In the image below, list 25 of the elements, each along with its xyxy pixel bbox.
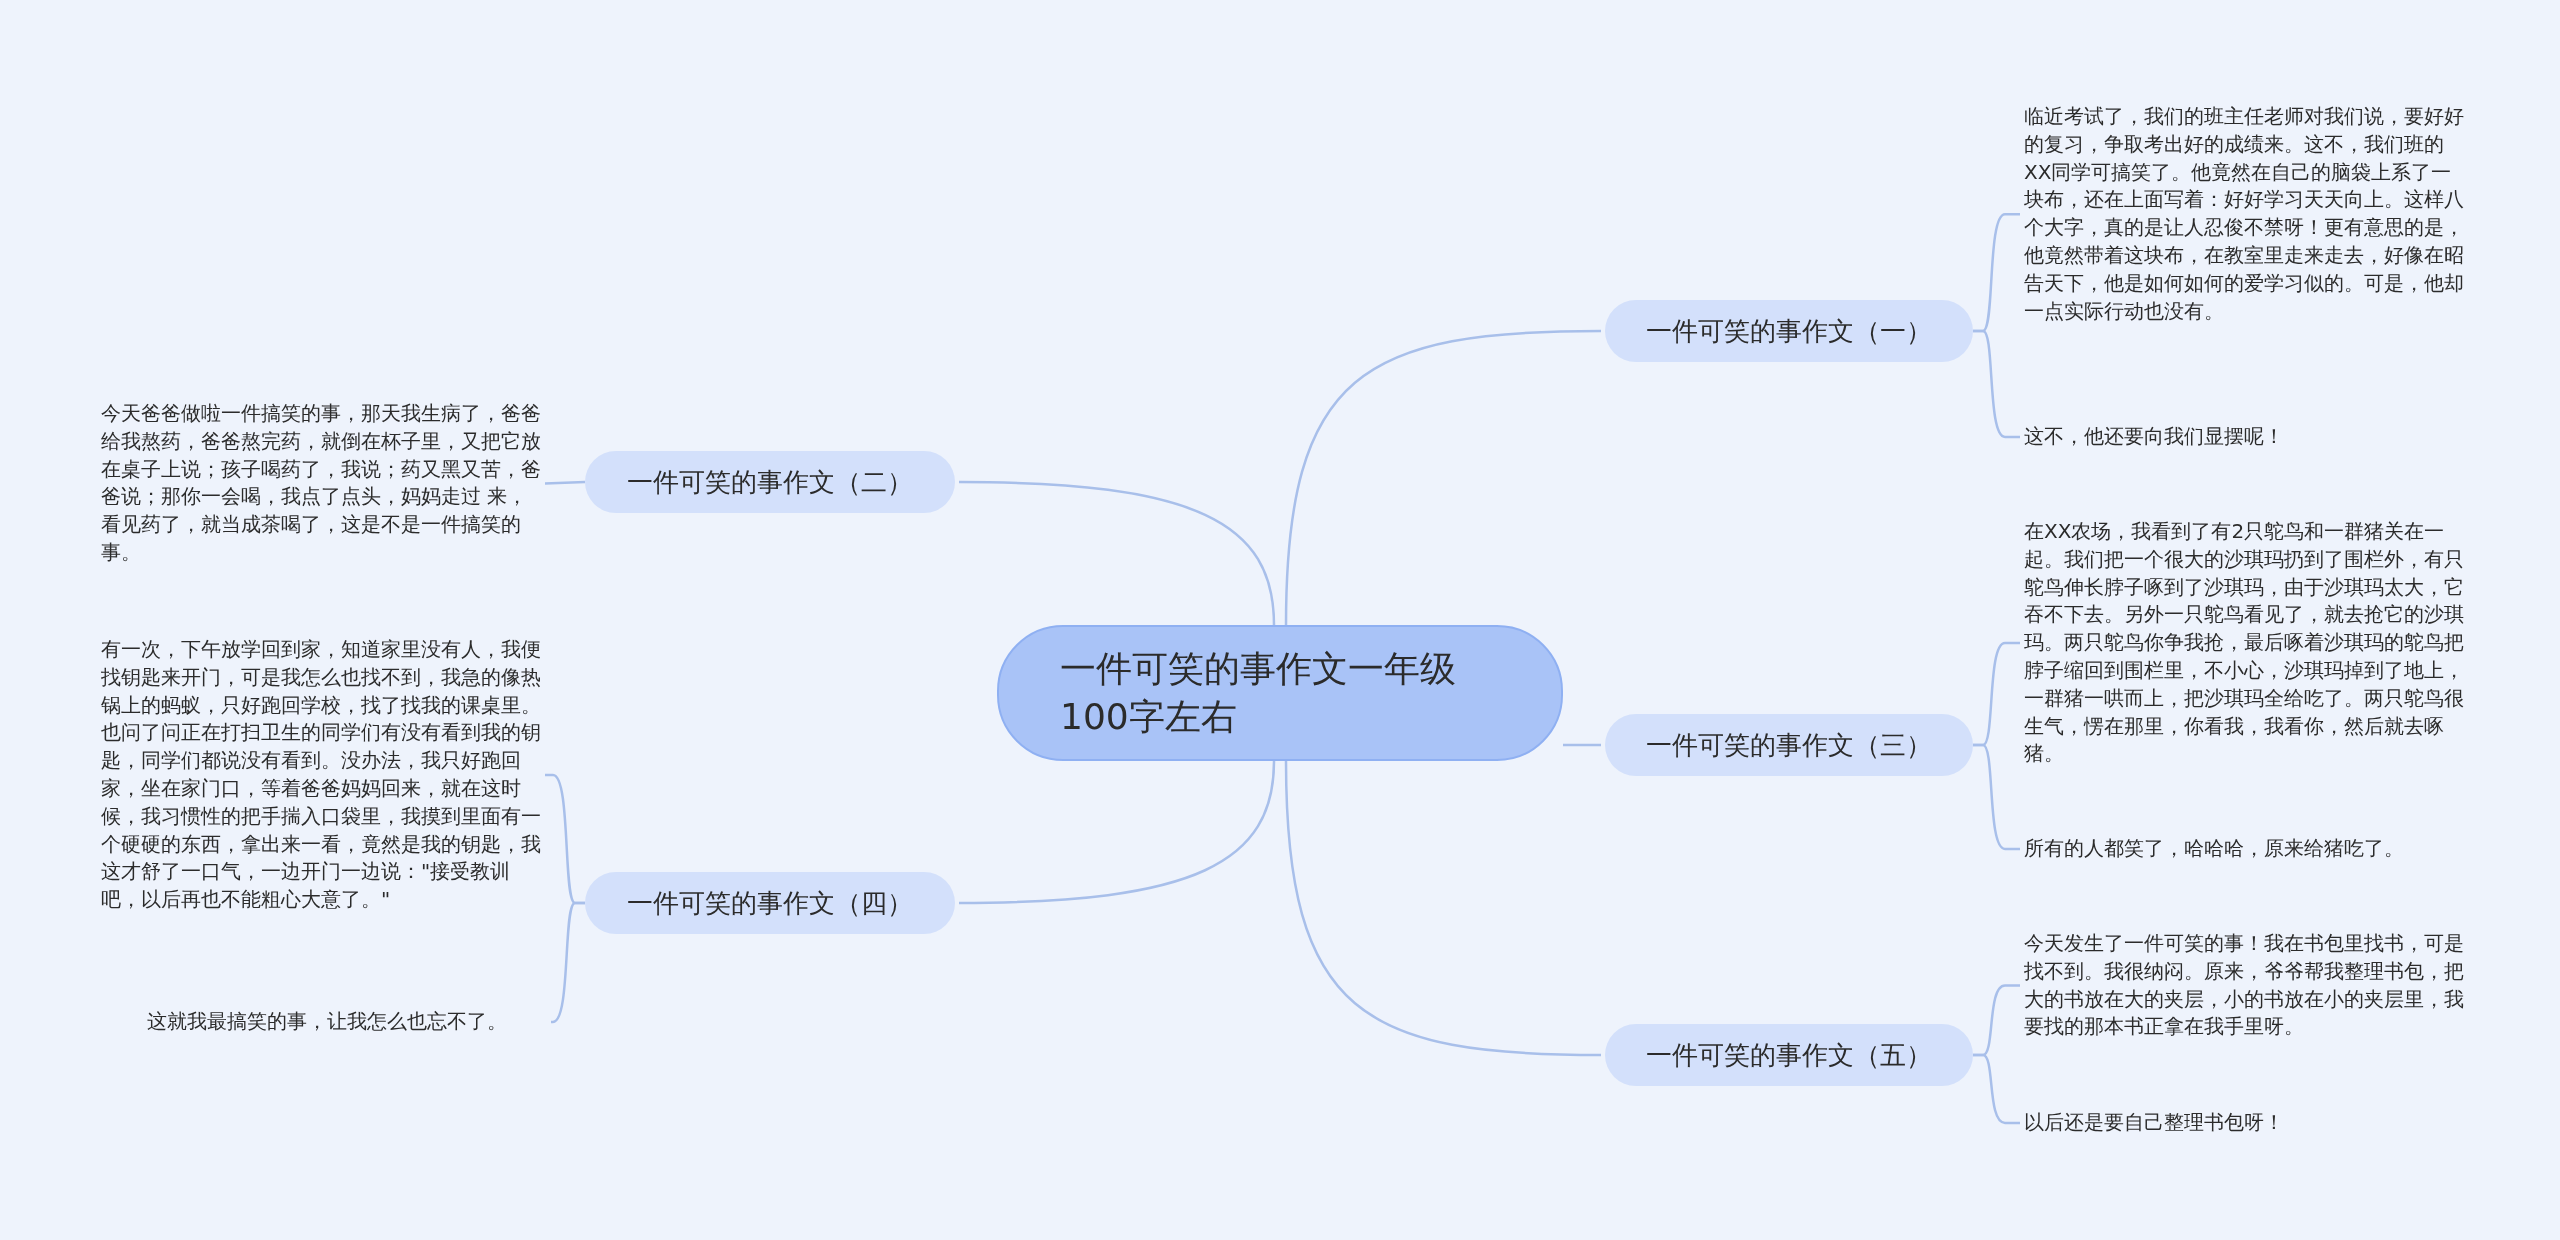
connector-line: [1973, 329, 2020, 439]
note-text: 所有的人都笑了，哈哈哈，原来给猪吃了。: [2024, 835, 2464, 863]
topic-box: 一件可笑的事作文（三）: [1605, 714, 1973, 776]
connector-line: [550, 901, 585, 1024]
connector-line: [1284, 760, 1602, 1057]
connector-line: [1284, 329, 1602, 626]
note-text: 以后还是要自己整理书包呀！: [2024, 1109, 2464, 1137]
connector-line: [959, 480, 1276, 626]
connector-line: [959, 760, 1276, 905]
connector-line: [1973, 1053, 2020, 1125]
note-text: 这就我最搞笑的事，让我怎么也忘不了。: [147, 1008, 547, 1036]
connector-line: [1973, 743, 2020, 851]
note-text: 有一次，下午放学回到家，知道家里没有人，我便找钥匙来开门，可是我怎么也找不到，我急的像热锅上的蚂蚁，只好跑回学校，找了找我的课桌里。也问了问正在打扫卫生的同学们有没有看到我的钥匙，同学们都说没有看到。没办法，我只好跑回家，坐在家门口，等着爸爸妈妈回来，就在这时候，我习惯性的把手揣入口袋里，我摸到里面有一个硬硬的东西，拿出来一看，竟然是我的钥匙，我这才舒了一口气，一边开门一边说："接受教训吧，以后再也不能粗心大意了。": [101, 636, 541, 914]
note-text: 在XX农场，我看到了有2只鸵鸟和一群猪关在一起。我们把一个很大的沙琪玛扔到了围栏外，有只鸵鸟伸长脖子啄到了沙琪玛，由于沙琪玛太大，它吞不下去。另外一只鸵鸟看见了，就去抢它的沙琪玛。两只鸵鸟你争我抢，最后啄着沙琪玛的鸵鸟把脖子缩回到围栏里，不小心，沙琪玛掉到了地上，一群猪一哄而上，把沙琪玛全给吃了。两只鸵鸟很生气，愣在那里，你看我，我看你，然后就去啄猪。: [2024, 518, 2464, 769]
central-topic-box: 一件可笑的事作文一年级100字左右: [997, 625, 1563, 761]
topic-box: 一件可笑的事作文（五）: [1605, 1024, 1973, 1086]
note-text: 这不，他还要向我们显摆呢！: [2024, 423, 2464, 451]
connector-line: [1563, 743, 1601, 747]
note-text: 今天发生了一件可笑的事！我在书包里找书，可是找不到。我很纳闷。原来，爷爷帮我整理书包，把大的书放在大的夹层，小的书放在小的夹层里，我要找的那本书正拿在我手里呀。: [2024, 930, 2464, 1042]
topic-box: 一件可笑的事作文（一）: [1605, 300, 1973, 362]
topic-box: 一件可笑的事作文（四）: [585, 872, 955, 934]
note-text: 临近考试了，我们的班主任老师对我们说，要好好的复习，争取考出好的成绩来。这不，我们班的XX同学可搞笑了。他竟然在自己的脑袋上系了一块布，还在上面写着：好好学习天天向上。这样八个大字，真的是让人忍俊不禁呀！更有意思的是，他竟然带着这块布，在教室里走来走去，好像在昭告天下，他是如何如何的爱学习似的。可是，他却一点实际行动也没有。: [2024, 103, 2464, 326]
connector-line: [544, 480, 586, 485]
topic-box: 一件可笑的事作文（二）: [585, 451, 955, 513]
note-text: 今天爸爸做啦一件搞笑的事，那天我生病了，爸爸给我熬药，爸爸熬完药，就倒在杯子里，又把它放在桌子上说；孩子喝药了，我说；药又黑又苦，爸爸说；那你一会喝，我点了点头，妈妈走过 来，看见药了，就当成茶喝了，这是不是一件搞笑的事。: [101, 400, 541, 567]
